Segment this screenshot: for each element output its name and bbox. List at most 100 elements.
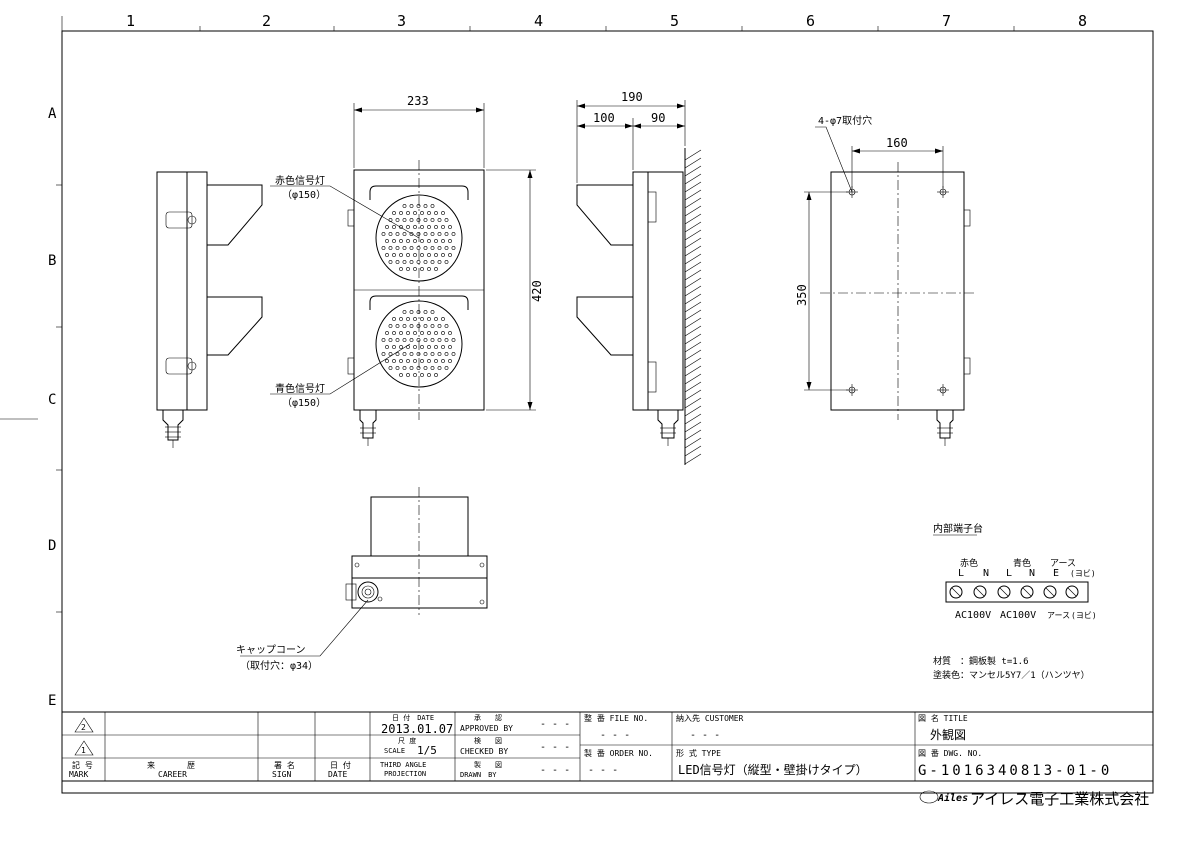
column-marker: 2 xyxy=(262,12,271,30)
hatch-line xyxy=(684,453,702,465)
led-dot xyxy=(427,225,431,229)
led-dot xyxy=(441,225,445,229)
led-dot xyxy=(437,218,442,222)
projection-label: PROJECTION xyxy=(384,770,426,778)
led-dot xyxy=(381,246,386,250)
hatch-line xyxy=(684,437,702,449)
mark-label-en: MARK xyxy=(69,770,88,779)
approved-label: APPROVED BY xyxy=(460,724,513,733)
led-dot xyxy=(423,310,428,314)
led-dot xyxy=(413,345,417,349)
led-dot xyxy=(444,218,449,222)
drawn-heading: 製 図 xyxy=(474,760,502,769)
led-dot xyxy=(402,338,407,342)
sign-label-en: SIGN xyxy=(272,770,291,779)
led-dot xyxy=(430,366,435,370)
led-dot xyxy=(441,331,445,335)
led-dot xyxy=(413,239,417,243)
led-dot xyxy=(441,317,445,321)
led-dot xyxy=(448,359,452,363)
led-dot xyxy=(444,324,449,328)
column-marker: 6 xyxy=(806,12,815,30)
led-dot xyxy=(434,359,438,363)
led-dot xyxy=(423,366,428,370)
company-logo: Ailes xyxy=(919,790,968,804)
hatch-line xyxy=(684,389,702,401)
led-dot xyxy=(423,352,428,356)
checked-heading: 検 図 xyxy=(474,736,502,745)
terminal-screws xyxy=(949,585,1079,599)
led-dot xyxy=(437,352,442,356)
column-marker: 4 xyxy=(534,12,543,30)
led-dot xyxy=(399,267,403,271)
checked-value: - - - xyxy=(540,742,570,753)
led-dot xyxy=(392,225,396,229)
led-dot xyxy=(430,352,435,356)
led-dot xyxy=(451,246,456,250)
led-dot xyxy=(420,359,424,363)
green-lamp-led-pattern xyxy=(381,310,456,377)
led-dot xyxy=(392,317,396,321)
scale-value: 1/5 xyxy=(417,744,437,757)
hatch-line xyxy=(684,189,702,201)
led-dot xyxy=(416,204,421,208)
led-dot xyxy=(423,324,428,328)
material-notes: 材質 ：鋼板製 t=1.6 塗装色：マンセル5Y7／1（ハンツヤ） xyxy=(933,655,1090,681)
terminal-voltage-label: AC100V xyxy=(955,610,991,621)
led-dot xyxy=(409,246,414,250)
led-dot xyxy=(413,211,417,215)
hatch-line xyxy=(684,181,702,193)
hatch-line xyxy=(684,341,702,353)
career-label-en: CAREER xyxy=(158,770,187,779)
led-dot xyxy=(395,324,400,328)
rear-width-dimension: 160 xyxy=(886,136,908,150)
hatch-line xyxy=(684,277,702,289)
led-dot xyxy=(413,373,417,377)
career-label: 来 歴 xyxy=(147,761,195,770)
column-markers: 1 2 3 4 5 6 7 8 xyxy=(126,12,1087,30)
led-dot xyxy=(430,338,435,342)
hatch-line xyxy=(684,293,702,305)
led-dot xyxy=(385,359,389,363)
rear-holes-callout: 4-φ7取付穴 xyxy=(818,114,872,127)
terminal-group-label: 青色 xyxy=(1013,557,1031,569)
hatch-line xyxy=(684,213,702,225)
led-dot xyxy=(416,324,421,328)
led-dot xyxy=(409,218,414,222)
hatch-line xyxy=(684,429,702,441)
terminal-screw xyxy=(1065,585,1079,599)
led-dot xyxy=(430,324,435,328)
mark-label: 記 号 xyxy=(72,760,93,770)
led-dot xyxy=(441,345,445,349)
led-dot xyxy=(388,324,393,328)
wall-hatching xyxy=(684,149,702,465)
led-dot xyxy=(392,253,396,257)
led-dot xyxy=(402,232,407,236)
terminal-screw-slot xyxy=(951,587,961,597)
led-dot xyxy=(420,253,424,257)
column-marker: 3 xyxy=(397,12,406,30)
column-marker: 5 xyxy=(670,12,679,30)
terminal-screw-slot xyxy=(1022,587,1032,597)
led-dot xyxy=(409,260,414,264)
led-dot xyxy=(402,310,407,314)
led-dot xyxy=(420,225,424,229)
led-dot xyxy=(420,239,424,243)
led-dot xyxy=(399,359,403,363)
led-dot xyxy=(420,211,424,215)
led-dot xyxy=(444,260,449,264)
led-dot xyxy=(434,345,438,349)
hatch-line xyxy=(684,357,702,369)
led-dot xyxy=(406,225,410,229)
led-dot xyxy=(395,218,400,222)
front-view: 233 420 赤色信号灯 （φ150） 青色信号灯 （φ150） xyxy=(270,94,544,446)
led-dot xyxy=(392,331,396,335)
column-marker: 7 xyxy=(942,12,951,30)
led-dot xyxy=(385,225,389,229)
hatch-line xyxy=(684,221,702,233)
dwg-no-label: 図 番 DWG. NO. xyxy=(918,748,982,758)
hatch-line xyxy=(684,301,702,313)
led-dot xyxy=(385,331,389,335)
led-dot xyxy=(441,211,445,215)
led-dot xyxy=(434,373,438,377)
